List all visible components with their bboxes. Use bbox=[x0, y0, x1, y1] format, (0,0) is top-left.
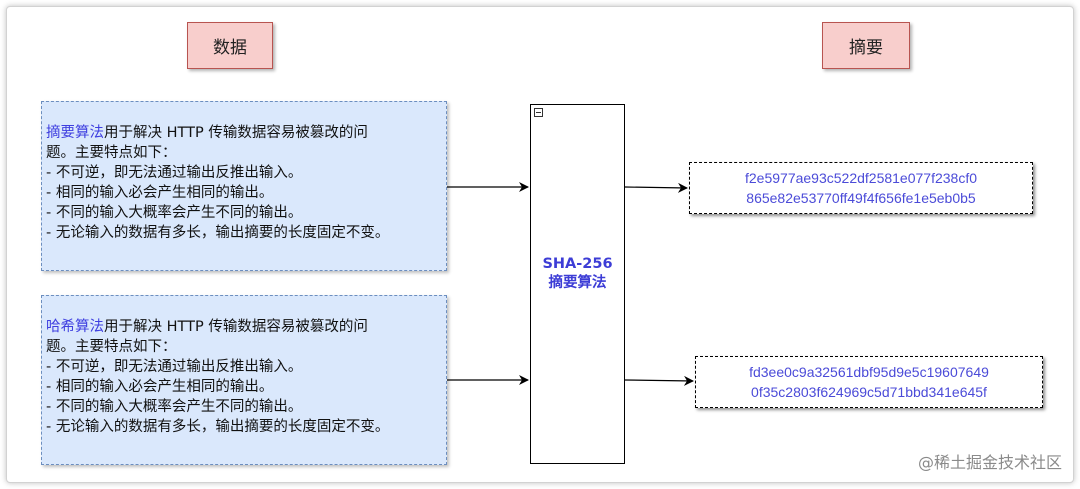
input-box-line: - 不可逆，即无法通过输出反推出输入。 bbox=[46, 359, 303, 375]
input-box-line: 用于解决 HTTP 传输数据容易被篡改的问 bbox=[104, 125, 368, 141]
collapse-toggle-icon[interactable] bbox=[534, 108, 543, 117]
input-box-line: - 无论输入的数据有多长，输出摘要的长度固定不变。 bbox=[46, 419, 390, 435]
algorithm-type: 摘要算法 bbox=[548, 275, 607, 291]
algorithm-box: SHA-256 摘要算法 bbox=[530, 104, 625, 464]
input-box-line: - 相同的输入必会产生相同的输出。 bbox=[46, 185, 274, 201]
input-box-line: - 无论输入的数据有多长，输出摘要的长度固定不变。 bbox=[46, 225, 390, 241]
output-hash-box: fd3ee0c9a32561dbf95d9e5c19607649 0f35c28… bbox=[695, 356, 1043, 408]
input-box-line: - 不可逆，即无法通过输出反推出输入。 bbox=[46, 165, 303, 181]
input-box-digest-algorithm: 摘要算法用于解决 HTTP 传输数据容易被篡改的问 题。主要特点如下： - 不可… bbox=[41, 101, 447, 271]
output-hash-line: 0f35c2803f624969c5d71bbd341e645f bbox=[751, 384, 987, 400]
output-hash-line: fd3ee0c9a32561dbf95d9e5c19607649 bbox=[749, 364, 989, 380]
algorithm-name: SHA-256 bbox=[542, 256, 613, 272]
input-box-title: 摘要算法 bbox=[46, 125, 104, 141]
input-box-line: 用于解决 HTTP 传输数据容易被篡改的问 bbox=[104, 319, 368, 335]
input-box-line: - 不同的输入大概率会产生不同的输出。 bbox=[46, 205, 303, 221]
algorithm-label: SHA-256 摘要算法 bbox=[531, 255, 624, 293]
input-box-line: - 相同的输入必会产生相同的输出。 bbox=[46, 379, 274, 395]
input-box-line: - 不同的输入大概率会产生不同的输出。 bbox=[46, 399, 303, 415]
watermark: @稀土掘金技术社区 bbox=[917, 453, 1062, 472]
input-box-hash-algorithm: 哈希算法用于解决 HTTP 传输数据容易被篡改的问 题。主要特点如下： - 不可… bbox=[41, 295, 447, 465]
arrow-algorithm-to-output2 bbox=[624, 375, 694, 386]
input-box-line: 题。主要特点如下： bbox=[46, 339, 177, 355]
header-digest: 摘要 bbox=[822, 22, 910, 69]
input-box-first-line: 摘要算法用于解决 HTTP 传输数据容易被篡改的问 bbox=[46, 123, 442, 143]
output-hash-box: f2e5977ae93c522df2581e077f238cf0 865e82e… bbox=[689, 162, 1033, 214]
output-hash-line: f2e5977ae93c522df2581e077f238cf0 bbox=[745, 170, 977, 186]
input-box-line: 题。主要特点如下： bbox=[46, 145, 177, 161]
output-hash-line: 865e82e53770ff49f4f656fe1e5eb0b5 bbox=[746, 190, 976, 206]
arrow-algorithm-to-output1 bbox=[624, 182, 688, 193]
header-data: 数据 bbox=[187, 22, 273, 69]
input-box-title: 哈希算法 bbox=[46, 319, 104, 335]
input-box-first-line: 哈希算法用于解决 HTTP 传输数据容易被篡改的问 bbox=[46, 317, 442, 337]
